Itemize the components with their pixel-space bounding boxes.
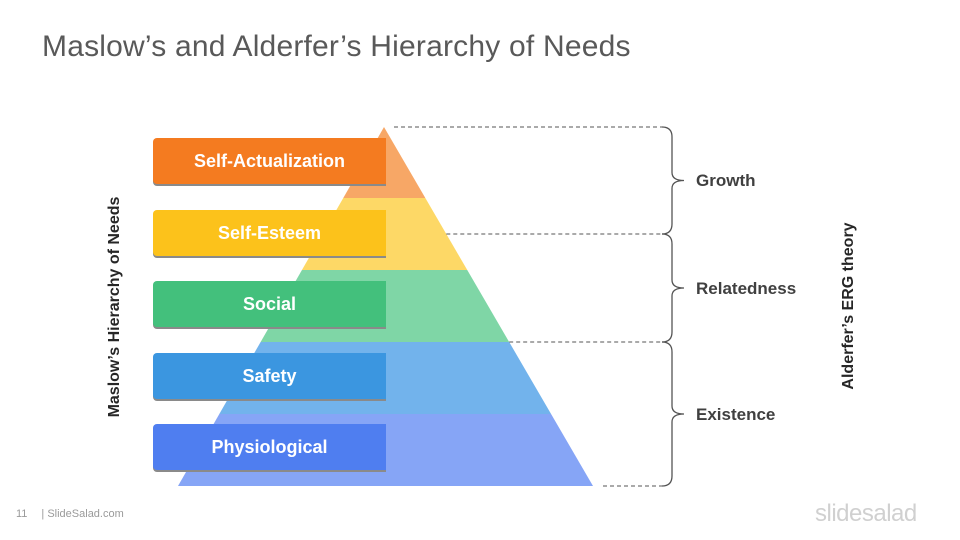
level-safety: Safety bbox=[153, 353, 386, 399]
maslow-axis-label: Maslow’s Hierarchy of Needs bbox=[106, 196, 123, 418]
footer-source: | SlideSalad.com bbox=[41, 508, 124, 520]
slide-footer: 11 | SlideSalad.com bbox=[16, 508, 124, 520]
slide-title: Maslow’s and Alderfer’s Hierarchy of Nee… bbox=[42, 30, 631, 63]
level-social: Social bbox=[153, 281, 386, 327]
erg-guide-lines bbox=[394, 126, 662, 487]
erg-growth: Growth bbox=[696, 171, 756, 190]
brace-relatedness bbox=[661, 233, 685, 343]
page-number: 11 bbox=[16, 508, 28, 520]
brace-existence bbox=[661, 341, 685, 487]
level-self-esteem: Self-Esteem bbox=[153, 210, 386, 256]
alderfer-axis-label: Alderfer’s ERG theory bbox=[840, 222, 857, 390]
level-self-actualization: Self-Actualization bbox=[153, 138, 386, 184]
brace-growth bbox=[661, 126, 685, 235]
erg-braces bbox=[661, 126, 685, 487]
level-physiological: Physiological bbox=[153, 424, 386, 470]
erg-relatedness: Relatedness bbox=[696, 279, 797, 298]
brand-logo: slidesalad bbox=[815, 500, 917, 527]
erg-existence: Existence bbox=[696, 405, 776, 424]
